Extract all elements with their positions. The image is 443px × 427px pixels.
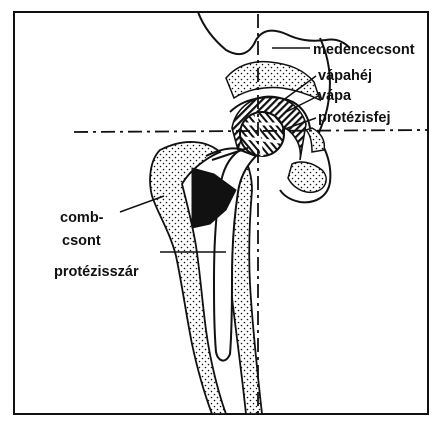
ischium	[288, 162, 326, 192]
label-femur-line2: csont	[62, 233, 101, 249]
label-prosthetic-head: protézisfej	[318, 110, 391, 126]
label-prosthetic-stem: protézisszár	[54, 264, 139, 280]
pelvis-cortex	[226, 62, 320, 100]
pelvis-rim	[306, 128, 324, 152]
label-femur-line1: comb-	[60, 210, 104, 226]
label-acetabulum: vápa	[318, 88, 352, 104]
label-pelvis: medencecsont	[313, 42, 415, 58]
label-acetabular-shell: vápahéj	[318, 68, 372, 84]
